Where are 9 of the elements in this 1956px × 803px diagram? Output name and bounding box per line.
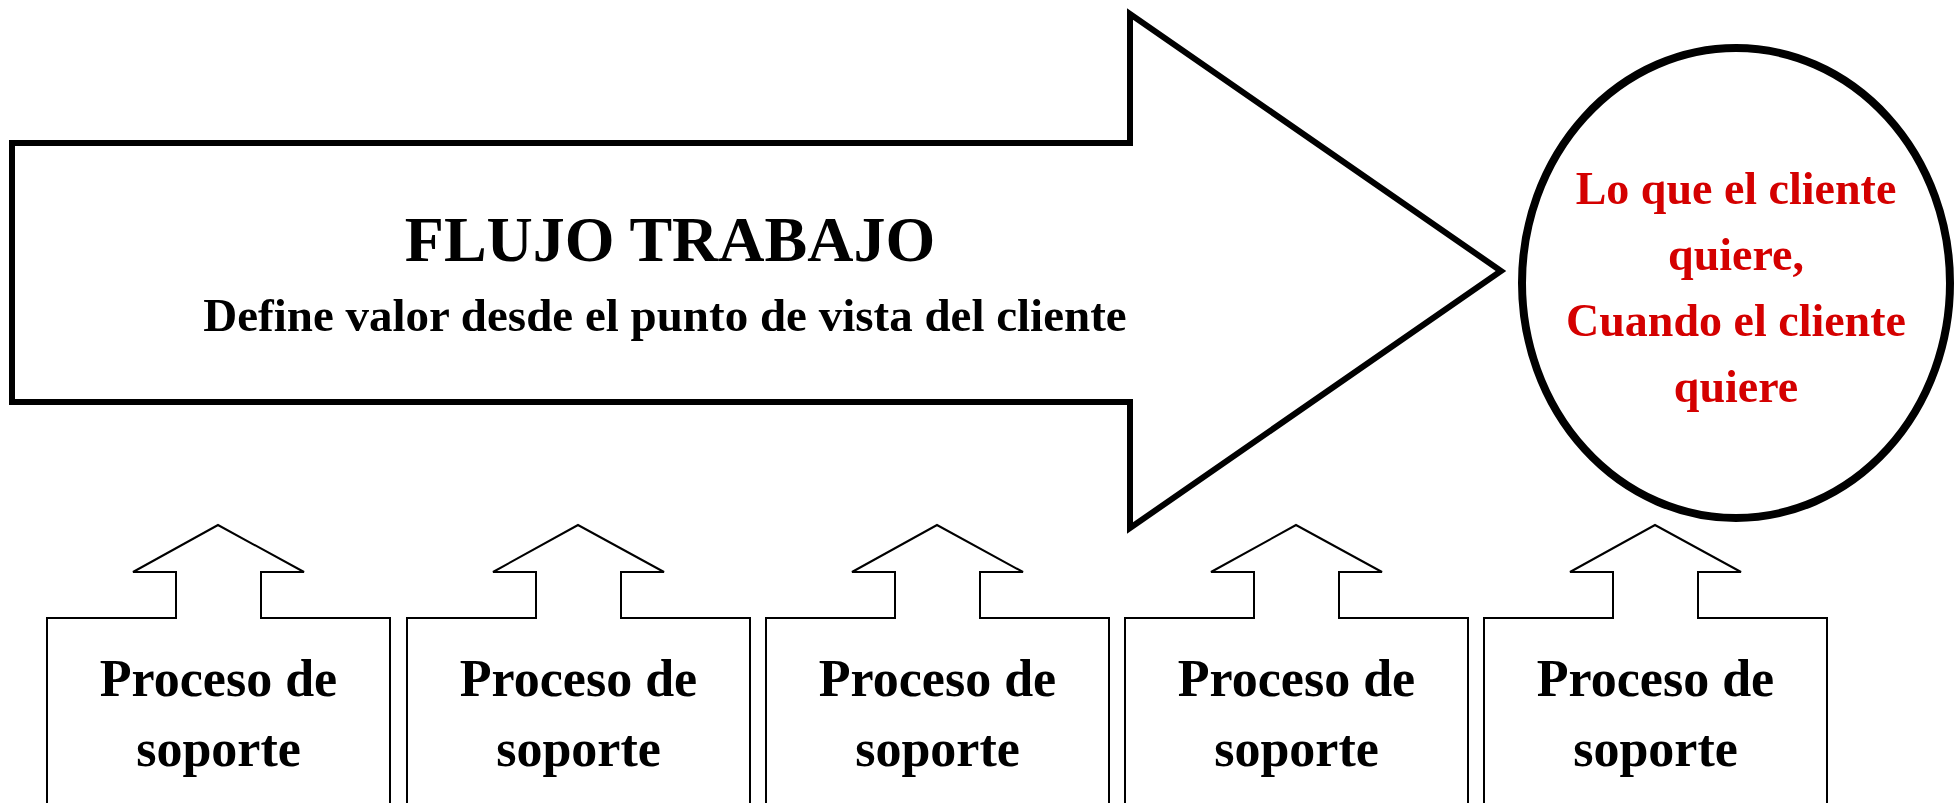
support-process-label: Proceso de soporte [458, 649, 699, 779]
customer-text: Lo que el cliente quiere, [1574, 162, 1898, 282]
flow-subtitle: Define valor desde el punto de vista del cliente [202, 288, 1128, 342]
support-process-label: Proceso de soporte [1176, 649, 1417, 779]
customer-text: Cuando el cliente quiere [1565, 294, 1907, 414]
support-process-label: Proceso de soporte [817, 649, 1058, 779]
flow-title: FLUJO TRABAJO [403, 205, 937, 275]
support-process-label: Proceso de soporte [98, 649, 339, 779]
support-process-label: Proceso de soporte [1535, 649, 1776, 779]
